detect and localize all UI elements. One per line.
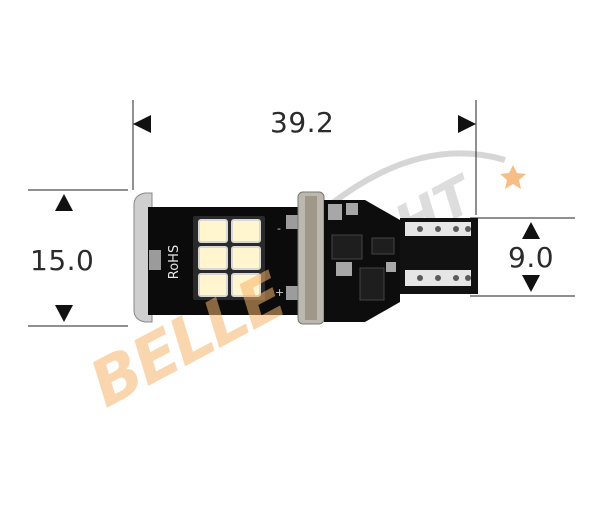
negative-marking: - bbox=[277, 222, 281, 235]
dimension-height-label: 15.0 bbox=[30, 244, 95, 277]
led-chip bbox=[198, 246, 228, 270]
led-chip bbox=[231, 273, 261, 297]
dimension-length-label: 39.2 bbox=[270, 106, 335, 139]
led-chip bbox=[198, 219, 228, 243]
led-array bbox=[193, 216, 265, 300]
dimension-base-label: 9.0 bbox=[508, 241, 555, 274]
dimension-base-height bbox=[470, 217, 575, 297]
led-chip bbox=[231, 246, 261, 270]
dimension-overall-length bbox=[132, 100, 477, 215]
led-chip bbox=[231, 219, 261, 243]
led-bulb: RoHS - + bbox=[133, 191, 478, 325]
led-chip bbox=[198, 273, 228, 297]
bulb-end-cap bbox=[133, 192, 153, 323]
dimension-body-height bbox=[28, 189, 128, 327]
positive-marking: + bbox=[275, 286, 284, 299]
rohs-marking: RoHS bbox=[167, 245, 182, 279]
